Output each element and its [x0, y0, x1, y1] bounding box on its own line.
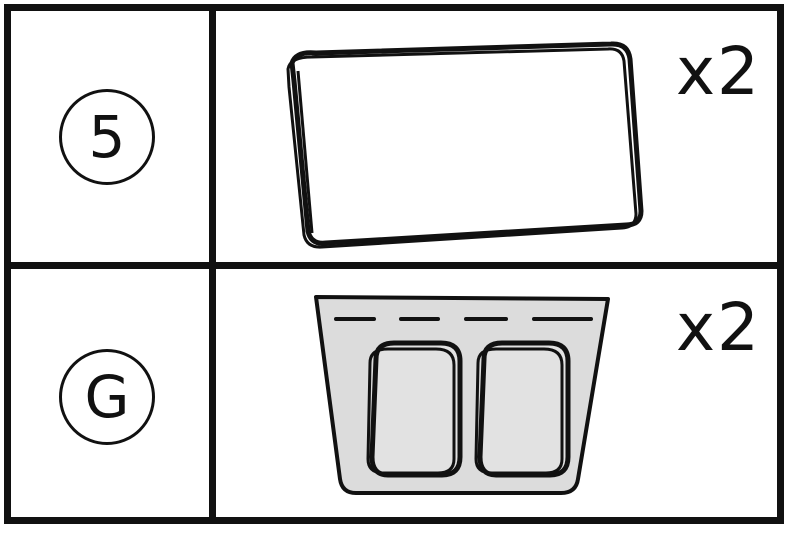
part-illustration-cell: x2 [216, 269, 777, 524]
part-label-circle: 5 [59, 89, 155, 185]
quantity-label: x2 [676, 33, 761, 110]
column-divider [209, 269, 216, 524]
part-label-circle: G [59, 349, 155, 445]
part-row: G x2 [11, 269, 777, 524]
part-label-cell: 5 [11, 11, 209, 262]
quantity-label: x2 [676, 289, 761, 366]
parts-table: 5 x2 G [4, 4, 784, 524]
column-divider [209, 11, 216, 262]
part-row: 5 x2 [11, 11, 777, 269]
part-label-cell: G [11, 269, 209, 524]
part-illustration-cell: x2 [216, 11, 777, 262]
